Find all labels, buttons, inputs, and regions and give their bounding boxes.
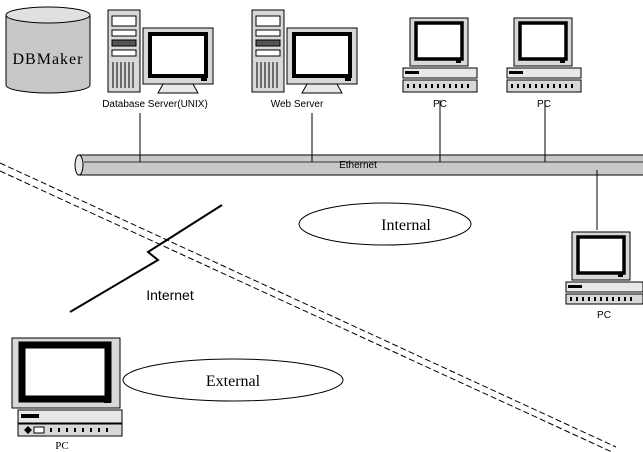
desktop-pc-icon: [565, 231, 643, 305]
ethernet-label: Ethernet: [339, 160, 377, 171]
server-tower-icon: [251, 9, 285, 93]
pc-external-label: PC: [55, 440, 68, 452]
network-boundary-line: [0, 162, 617, 452]
database-label: DBMaker: [13, 51, 84, 68]
internal-label: Internal: [381, 217, 431, 234]
database-server-label: Database Server(UNIX): [102, 99, 208, 110]
pc-right-label: PC: [597, 310, 611, 321]
pc-top-2-label: PC: [537, 99, 551, 110]
desktop-pc-icon: [11, 337, 123, 437]
connection-lines: [139, 100, 598, 230]
database-cylinder-icon: [5, 6, 91, 94]
pc-top-1-label: PC: [433, 99, 447, 110]
internal-zone-ellipse: [298, 202, 472, 246]
desktop-pc-icon: [402, 17, 478, 93]
external-label: External: [206, 373, 261, 390]
crt-monitor-icon: [142, 27, 214, 94]
external-zone-ellipse: [122, 358, 344, 402]
internet-label: Internet: [146, 287, 194, 303]
desktop-pc-icon: [506, 17, 582, 93]
crt-monitor-icon: [286, 27, 358, 94]
web-server-label: Web Server: [271, 99, 324, 110]
server-tower-icon: [107, 9, 141, 93]
lightning-bolt-icon: [69, 204, 223, 313]
ethernet-cable: [74, 154, 643, 176]
